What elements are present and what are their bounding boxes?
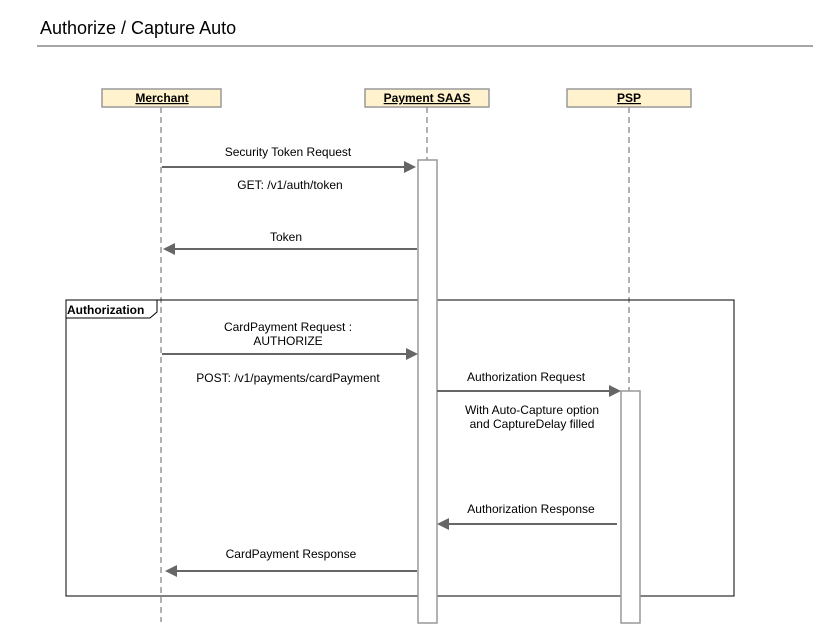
security-token-request-label: Security Token Request [225, 145, 352, 159]
arrowhead-left [165, 565, 177, 577]
actor-merchant-label: Merchant [135, 91, 188, 105]
card-payment-request-label-line1: CardPayment Request : [224, 320, 352, 334]
message-card-payment-request: CardPayment Request : AUTHORIZE POST: /v… [162, 320, 418, 385]
actor-psp: PSP [566, 88, 692, 108]
card-payment-request-label-line2: AUTHORIZE [253, 334, 322, 348]
card-payment-endpoint-label: POST: /v1/payments/cardPayment [196, 371, 380, 385]
message-authorization-response: Authorization Response [437, 502, 617, 530]
arrowhead-right [406, 348, 418, 360]
authorization-note-line2: and CaptureDelay filled [470, 417, 595, 431]
token-label: Token [270, 230, 302, 244]
message-token: Token [163, 230, 417, 255]
arrowhead-left [437, 518, 449, 530]
authorization-response-label: Authorization Response [467, 502, 595, 516]
page-title: Authorize / Capture Auto [40, 18, 237, 38]
authorization-request-label: Authorization Request [467, 370, 586, 384]
title-divider [37, 45, 813, 47]
authorization-frame: Authorization [65, 299, 735, 597]
security-token-endpoint-label: GET: /v1/auth/token [237, 178, 342, 192]
message-card-payment-response: CardPayment Response [165, 547, 417, 577]
message-security-token-request: Security Token Request GET: /v1/auth/tok… [162, 145, 416, 192]
message-authorization-request: Authorization Request With Auto-Capture … [437, 370, 621, 431]
card-payment-response-label: CardPayment Response [226, 547, 357, 561]
actor-merchant: Merchant [101, 88, 222, 108]
authorization-note-line1: With Auto-Capture option [465, 403, 599, 417]
arrowhead-right [609, 385, 621, 397]
authorization-frame-tab [65, 299, 158, 319]
payment-saas-activation-bar [417, 159, 438, 624]
actor-payment-saas-label: Payment SAAS [384, 91, 471, 105]
actor-psp-label: PSP [617, 91, 641, 105]
actor-payment-saas: Payment SAAS [364, 88, 490, 108]
psp-activation-bar [620, 390, 641, 624]
authorization-frame-label: Authorization [67, 303, 144, 317]
arrowhead-right [404, 161, 416, 173]
arrowhead-left [163, 243, 175, 255]
